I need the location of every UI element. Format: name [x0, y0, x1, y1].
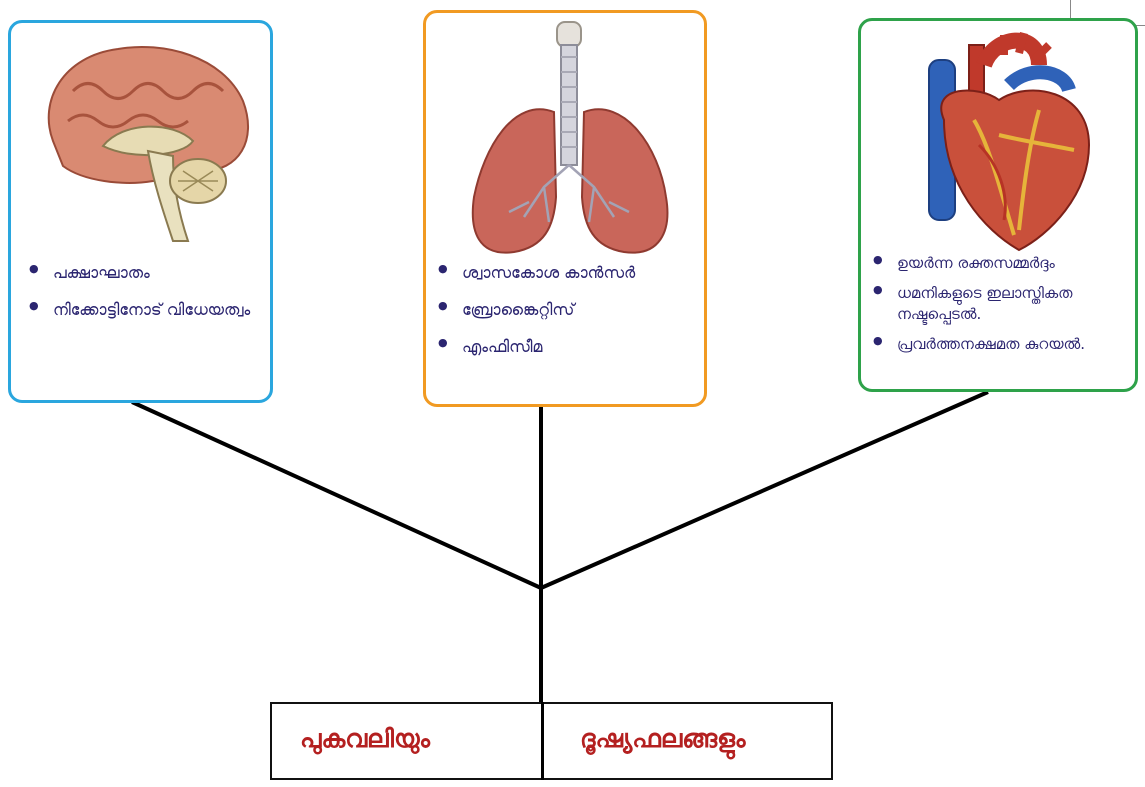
title-right-label: ദൂഷ്യഫലങ്ങളും — [580, 724, 745, 754]
list-item: ബ്രോങ്കൈറ്റിസ് — [436, 298, 701, 321]
heart-effects-list: ഉയർന്ന രക്തസമ്മർദ്ദം ധമനികളുടെ ഇലാസ്തികത… — [871, 253, 1133, 364]
list-item: ഉയർന്ന രക്തസമ്മർദ്ദം — [871, 253, 1133, 273]
list-item: നിക്കോട്ടിനോട് വിധേയത്വം — [27, 298, 262, 321]
lungs-icon — [454, 17, 684, 262]
list-item: എംഫിസീമ — [436, 335, 701, 358]
brain-card: പക്ഷാഘാതം നിക്കോട്ടിനോട് വിധേയത്വം — [8, 20, 273, 403]
title-left-label: പുകവലിയും — [300, 724, 430, 754]
brain-effects-list: പക്ഷാഘാതം നിക്കോട്ടിനോട് വിധേയത്വം — [27, 261, 262, 335]
brain-icon — [33, 31, 253, 251]
list-item: ധമനികളുടെ ഇലാസ്തികത നഷ്ടപ്പെടൽ. — [871, 283, 1133, 324]
connector-heart — [541, 392, 988, 588]
heart-icon — [889, 25, 1109, 255]
title-box-divider — [541, 702, 544, 780]
list-item: പ്രവർത്തനക്ഷമത കുറയൽ. — [871, 334, 1133, 354]
list-item: പക്ഷാഘാതം — [27, 261, 262, 284]
lungs-card: ശ്വാസകോശ കാൻസർ ബ്രോങ്കൈറ്റിസ് എംഫിസീമ — [423, 10, 707, 407]
connector-brain — [132, 402, 541, 588]
list-item: ശ്വാസകോശ കാൻസർ — [436, 261, 701, 284]
heart-card: ഉയർന്ന രക്തസമ്മർദ്ദം ധമനികളുടെ ഇലാസ്തികത… — [858, 18, 1138, 392]
lungs-effects-list: ശ്വാസകോശ കാൻസർ ബ്രോങ്കൈറ്റിസ് എംഫിസീമ — [436, 261, 701, 373]
